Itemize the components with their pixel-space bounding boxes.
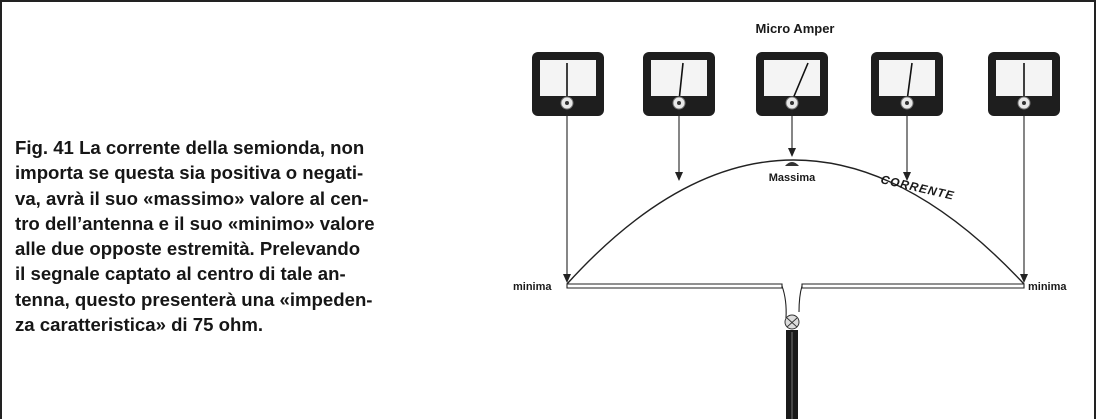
caption-line-7: tenna, questo presenterà una «impeden- <box>15 288 373 310</box>
massima-marker <box>785 162 799 166</box>
meter-title: Micro Amper <box>756 21 835 36</box>
meter-5 <box>988 52 1060 116</box>
caption-line-8: za caratteristica» di 75 ohm. <box>15 314 264 336</box>
caption-line-2: importa se questa sia positiva o negati- <box>15 162 364 184</box>
meter-3 <box>756 52 828 116</box>
caption-line-5: alle due opposte estremità. Prelevando <box>15 238 361 260</box>
figure-caption: Fig. 41 La corrente della semionda, non … <box>15 135 500 337</box>
label-corrente: CORRENTE <box>879 172 956 203</box>
current-curve <box>566 159 1025 285</box>
meter-2 <box>643 52 715 116</box>
meter-1 <box>532 52 604 116</box>
caption-line-4: tro dell’antenna e il suo «minimo» valor… <box>15 212 375 234</box>
label-massima: Massima <box>769 172 816 184</box>
caption-line-1: Fig. 41 La corrente della semionda, non <box>15 137 365 158</box>
fig-number: Fig. 41 <box>15 137 74 158</box>
label-minima-right: minima <box>1028 281 1067 293</box>
caption-line-3: va, avrà il suo «massimo» valore al cen- <box>15 187 369 209</box>
caption-line-6: il segnale captato al centro di tale an- <box>15 263 346 285</box>
dipole-antenna <box>566 283 1025 419</box>
label-minima-left: minima <box>513 281 552 293</box>
meter-4 <box>871 52 943 116</box>
